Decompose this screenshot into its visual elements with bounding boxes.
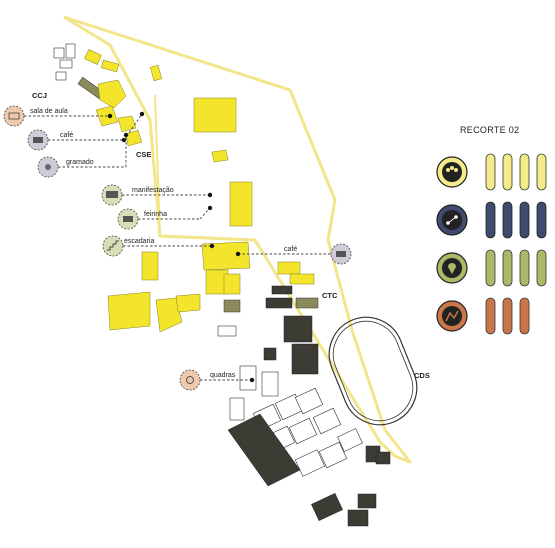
legend: RECORTE 02 bbox=[436, 125, 547, 335]
callout-gramado[interactable]: gramado bbox=[37, 132, 129, 178]
people-group-icon bbox=[442, 162, 462, 182]
callout-label: escadaria bbox=[124, 238, 154, 245]
callout-sala-de-aula[interactable]: sala de aula bbox=[3, 105, 113, 127]
callout-label: feirinha bbox=[144, 211, 167, 218]
callout-label: café bbox=[60, 132, 73, 139]
callout-label: café bbox=[284, 246, 297, 253]
ccj-buildings bbox=[53, 43, 162, 147]
callout-label: quadras bbox=[210, 372, 236, 379]
campus-boundary bbox=[63, 15, 412, 464]
callout-escadaria[interactable]: escadaria bbox=[102, 235, 215, 257]
legend-row-2 bbox=[436, 201, 547, 239]
callout-quadras[interactable]: quadras bbox=[179, 369, 255, 391]
legend-row-3 bbox=[436, 249, 547, 287]
legend-row-4 bbox=[436, 297, 530, 335]
classroom-icon bbox=[3, 105, 25, 127]
callout-feirinha[interactable]: feirinha bbox=[117, 205, 213, 230]
zone-label-ccj: CCJ bbox=[32, 91, 47, 100]
callout-manifestacao[interactable]: manifestação bbox=[101, 184, 213, 206]
legend-row-1 bbox=[436, 153, 547, 191]
callout-label: manifestação bbox=[132, 187, 174, 194]
callout-cafe-cse[interactable]: café bbox=[27, 111, 145, 151]
zone-label-cse: CSE bbox=[136, 150, 151, 159]
callout-label: gramado bbox=[66, 159, 94, 166]
sports-court-icon bbox=[179, 369, 201, 391]
callout-cafe-ctc[interactable]: café bbox=[235, 243, 352, 265]
callout-label: sala de aula bbox=[30, 108, 68, 115]
ctc-buildings bbox=[263, 285, 319, 375]
central-buildings bbox=[107, 97, 315, 337]
legend-title: RECORTE 02 bbox=[460, 125, 519, 135]
running-track bbox=[328, 316, 418, 426]
zone-label-ctc: CTC bbox=[322, 291, 338, 300]
cds-buildings bbox=[227, 413, 391, 527]
zone-label-cds: CDS bbox=[414, 371, 430, 380]
